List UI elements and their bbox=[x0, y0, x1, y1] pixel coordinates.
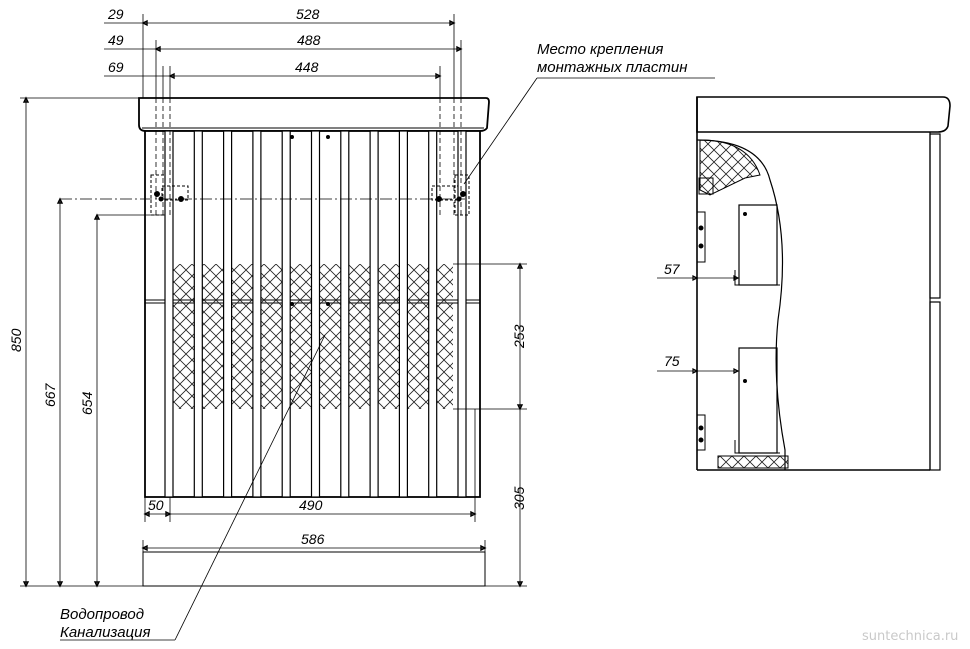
door-slats bbox=[164, 130, 467, 498]
side-drawer-box-top bbox=[738, 204, 778, 286]
dim-253: 253 bbox=[511, 324, 527, 349]
dim-654: 654 bbox=[79, 391, 95, 415]
dim-490: 490 bbox=[299, 497, 323, 513]
dim-50: 50 bbox=[148, 497, 164, 513]
front-dimension-lines bbox=[20, 14, 715, 641]
dim-488: 488 bbox=[297, 32, 321, 48]
door-slat bbox=[310, 130, 321, 498]
dim-448: 448 bbox=[295, 59, 319, 75]
door-slat bbox=[369, 130, 379, 498]
side-countertop bbox=[696, 96, 951, 133]
side-drawer-front-bottom bbox=[929, 301, 941, 471]
dim-586: 586 bbox=[301, 531, 325, 547]
dim-75: 75 bbox=[664, 353, 680, 369]
side-view bbox=[657, 96, 951, 471]
door-slat bbox=[164, 130, 174, 498]
mounting-note-line2: монтажных пластин bbox=[537, 59, 687, 76]
dim-29: 29 bbox=[107, 6, 124, 22]
pipes-note-line2: Канализация bbox=[60, 624, 151, 641]
dim-69: 69 bbox=[108, 59, 124, 75]
door-slat bbox=[281, 130, 291, 498]
watermark: suntechnica.ru bbox=[862, 629, 958, 644]
dim-528: 528 bbox=[296, 6, 320, 22]
door-slat bbox=[252, 130, 262, 498]
dim-305: 305 bbox=[511, 486, 527, 510]
dim-850: 850 bbox=[8, 328, 24, 352]
door-slat bbox=[457, 130, 467, 498]
dim-667: 667 bbox=[42, 382, 58, 407]
door-slat bbox=[398, 130, 408, 498]
floor-line bbox=[142, 551, 486, 587]
pipes-note-line1: Водопровод bbox=[60, 606, 144, 623]
mounting-note-line1: Место крепления bbox=[537, 41, 663, 58]
dim-49: 49 bbox=[108, 32, 124, 48]
door-slat bbox=[193, 130, 203, 498]
door-slat bbox=[340, 130, 350, 498]
dim-57: 57 bbox=[664, 261, 681, 277]
side-basin-section bbox=[699, 139, 761, 196]
front-view bbox=[60, 97, 490, 587]
door-slat bbox=[428, 130, 438, 498]
side-drawer-box-bottom bbox=[738, 347, 778, 454]
side-drawer-front-top bbox=[929, 133, 941, 299]
countertop bbox=[138, 97, 490, 132]
door-slat bbox=[223, 130, 233, 498]
